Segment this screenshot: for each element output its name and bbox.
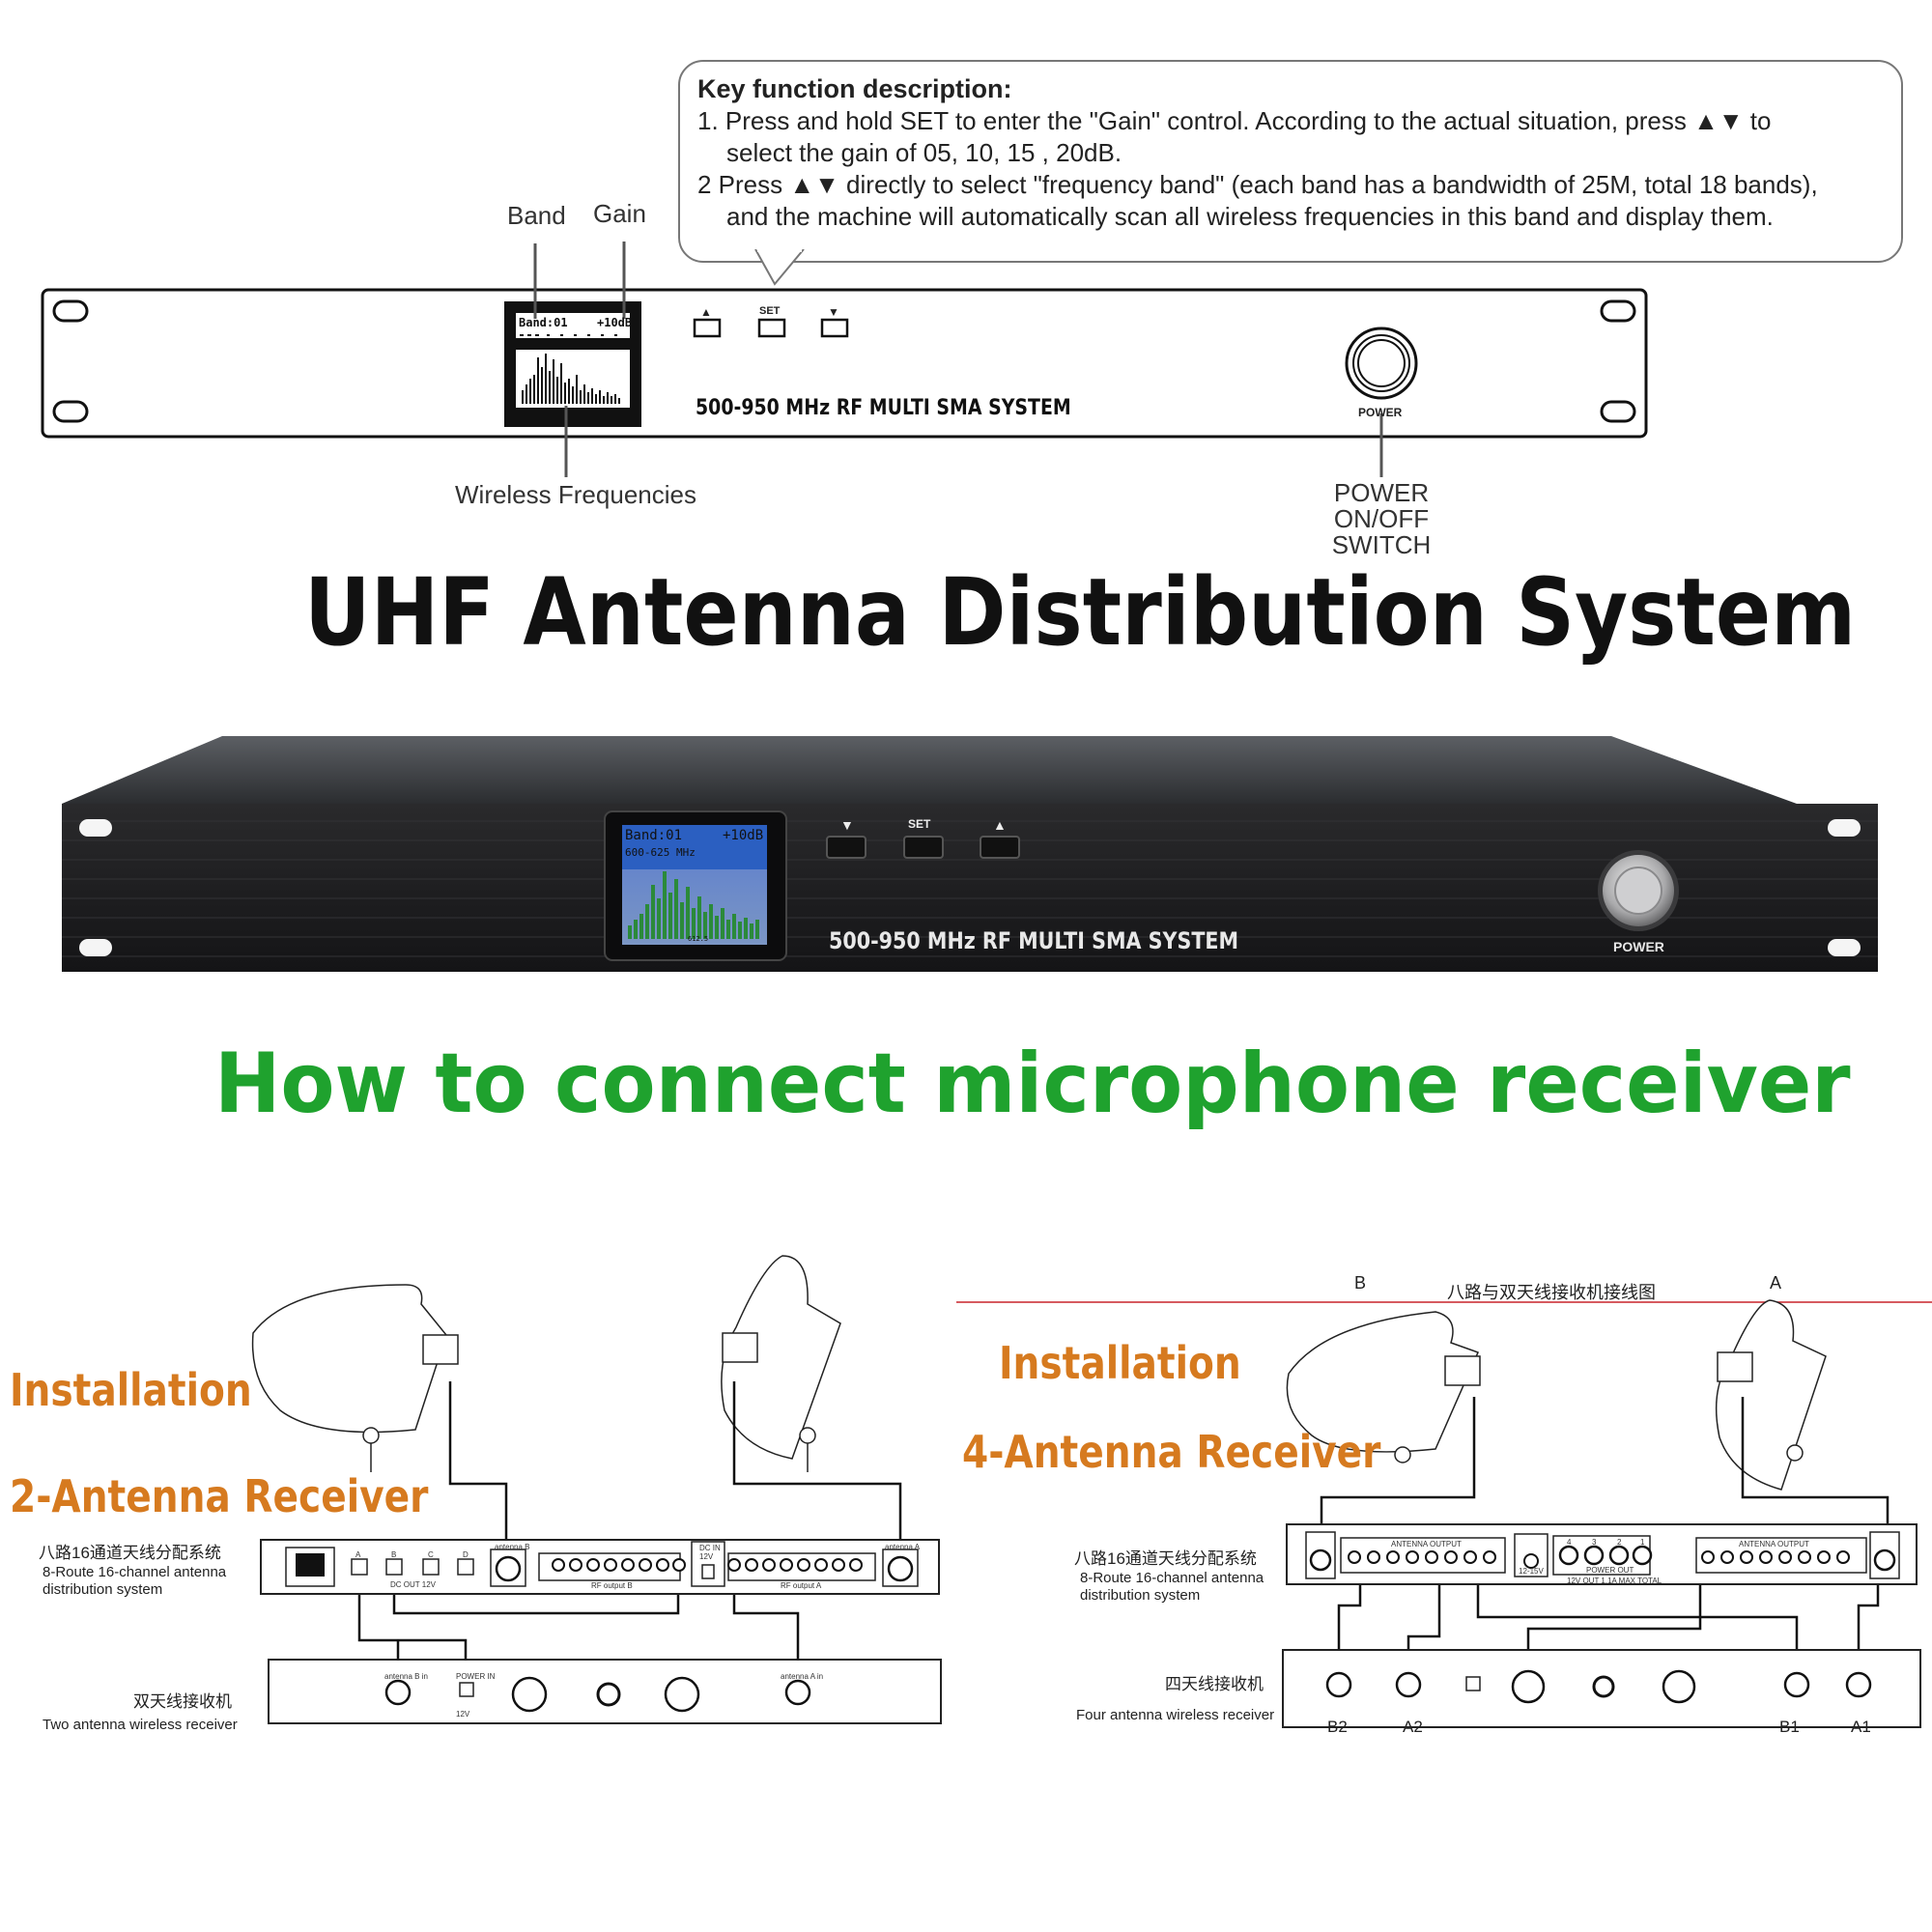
label-wireless-frequencies: Wireless Frequencies	[455, 480, 696, 509]
right-bottom-a2: A2	[1403, 1718, 1423, 1736]
left-port-b: B	[391, 1550, 397, 1559]
left-port-c: C	[428, 1550, 434, 1559]
left-recv-power: POWER IN	[456, 1672, 496, 1681]
photo-power-button[interactable]	[1598, 850, 1679, 931]
left-dc-out: DC OUT 12V	[390, 1580, 436, 1589]
photo-lcd-range: 600-625 MHz	[625, 846, 696, 859]
right-label-a: A	[1770, 1273, 1782, 1293]
right-port-4: 4	[1567, 1538, 1572, 1547]
left-recv-antenna-b: antenna B in	[384, 1672, 428, 1681]
left-antenna-a: antenna A	[885, 1543, 921, 1551]
right-bottom-b2: B2	[1327, 1718, 1348, 1736]
callout-title: Key function description:	[697, 74, 1012, 103]
right-max-total: 12V OUT 1.1A MAX TOTAL	[1567, 1577, 1662, 1585]
right-port-2: 2	[1617, 1538, 1622, 1547]
right-antenna-output-b: ANTENNA OUTPUT	[1391, 1540, 1462, 1548]
left-receiver-type-label: 2-Antenna Receiver	[10, 1470, 429, 1522]
right-power-in-v: 12-15V	[1519, 1567, 1544, 1576]
right-recv-en: Four antenna wireless receiver	[1076, 1707, 1275, 1723]
right-receiver-type-label: 4-Antenna Receiver	[962, 1426, 1381, 1478]
label-band: Band	[507, 201, 566, 230]
left-recv-en: Two antenna wireless receiver	[43, 1717, 238, 1733]
label-gain: Gain	[593, 199, 646, 228]
photo-up-arrow-icon: ▲	[993, 817, 1007, 833]
left-recv-12v: 12V	[456, 1710, 470, 1719]
right-antenna-output-a: ANTENNA OUTPUT	[1739, 1540, 1809, 1548]
photo-lcd-gain: +10dB	[723, 828, 764, 843]
down-arrow-icon: ▼	[828, 305, 839, 319]
diagram-down-button[interactable]	[822, 320, 847, 336]
photo-lcd-center: 612.5	[688, 935, 709, 943]
photo-lcd-band: Band:01	[625, 828, 683, 843]
set-label: SET	[759, 305, 781, 317]
callout-line-1: 1. Press and hold SET to enter the "Gain…	[697, 106, 1772, 135]
diagram-up-button[interactable]	[695, 320, 720, 336]
photo-power-label: POWER	[1613, 939, 1664, 954]
left-dc-in-v: 12V	[699, 1552, 714, 1561]
left-installation-label: Installation	[10, 1364, 252, 1416]
right-power-out: POWER OUT	[1586, 1566, 1634, 1575]
front-panel-drawing	[41, 242, 1648, 477]
callout-line-2b: and the machine will automatically scan …	[726, 202, 1774, 231]
left-rf-output-b: RF output B	[591, 1581, 633, 1590]
photo-down-button[interactable]	[827, 837, 866, 858]
up-arrow-icon: ▲	[700, 305, 712, 319]
left-recv-cn: 双天线接收机	[133, 1692, 232, 1711]
right-dist-cn: 八路16通道天线分配系统	[1074, 1549, 1257, 1568]
product-photo	[62, 736, 1878, 972]
right-header-cn: 八路与双天线接收机接线图	[1447, 1283, 1656, 1302]
callout-line-1b: select the gain of 05, 10, 15 , 20dB.	[726, 138, 1122, 167]
connect-title: How to connect microphone receiver	[214, 1036, 1851, 1132]
left-dc-in: DC IN	[699, 1544, 721, 1552]
label-power-switch: POWER ON/OFF SWITCH	[1298, 480, 1464, 558]
front-model-text: 500-950 MHz RF MULTI SMA SYSTEM	[696, 396, 1071, 420]
right-installation-label: Installation	[999, 1337, 1241, 1389]
callout-pointer	[754, 249, 805, 286]
left-port-d: D	[463, 1550, 469, 1559]
callout-text: Key function description: 1. Press and h…	[697, 73, 1895, 233]
main-title: UHF Antenna Distribution System	[304, 558, 1857, 667]
right-port-1: 1	[1640, 1538, 1645, 1547]
photo-up-button[interactable]	[980, 837, 1019, 858]
left-antenna-b: antenna B	[495, 1543, 530, 1551]
label-power-switch-line2: SWITCH	[1331, 530, 1432, 559]
left-rf-output-a: RF output A	[781, 1581, 822, 1590]
photo-down-arrow-icon: ▼	[840, 817, 854, 833]
diagram-set-button[interactable]	[759, 320, 784, 336]
left-wiring-diagram	[251, 1255, 942, 1724]
right-bottom-a1: A1	[1851, 1718, 1871, 1736]
lcd-band-text: Band:01	[519, 316, 568, 329]
right-recv-cn: 四天线接收机	[1165, 1675, 1264, 1693]
photo-model-text: 500-950 MHz RF MULTI SMA SYSTEM	[829, 927, 1239, 954]
photo-set-button[interactable]	[904, 837, 943, 858]
right-bottom-b1: B1	[1779, 1718, 1800, 1736]
callout-line-2: 2 Press ▲▼ directly to select "frequency…	[697, 170, 1818, 199]
left-dist-en-2: distribution system	[43, 1581, 163, 1598]
right-wiring-diagram	[956, 1299, 1932, 1728]
photo-set-label: SET	[908, 817, 931, 831]
right-label-b: B	[1354, 1273, 1367, 1293]
front-power-label: POWER	[1358, 406, 1403, 419]
key-function-callout	[678, 60, 1903, 263]
left-dist-cn: 八路16通道天线分配系统	[39, 1544, 221, 1562]
lcd-gain-text: +10dB	[597, 316, 633, 329]
left-dist-en-1: 8-Route 16-channel antenna	[43, 1564, 227, 1580]
right-dist-en-1: 8-Route 16-channel antenna	[1080, 1570, 1264, 1586]
left-recv-antenna-a: antenna A in	[781, 1672, 824, 1681]
left-port-a: A	[355, 1550, 361, 1559]
label-power-switch-line1: POWER ON/OFF	[1333, 478, 1430, 533]
right-dist-en-2: distribution system	[1080, 1587, 1201, 1604]
right-port-3: 3	[1592, 1538, 1597, 1547]
